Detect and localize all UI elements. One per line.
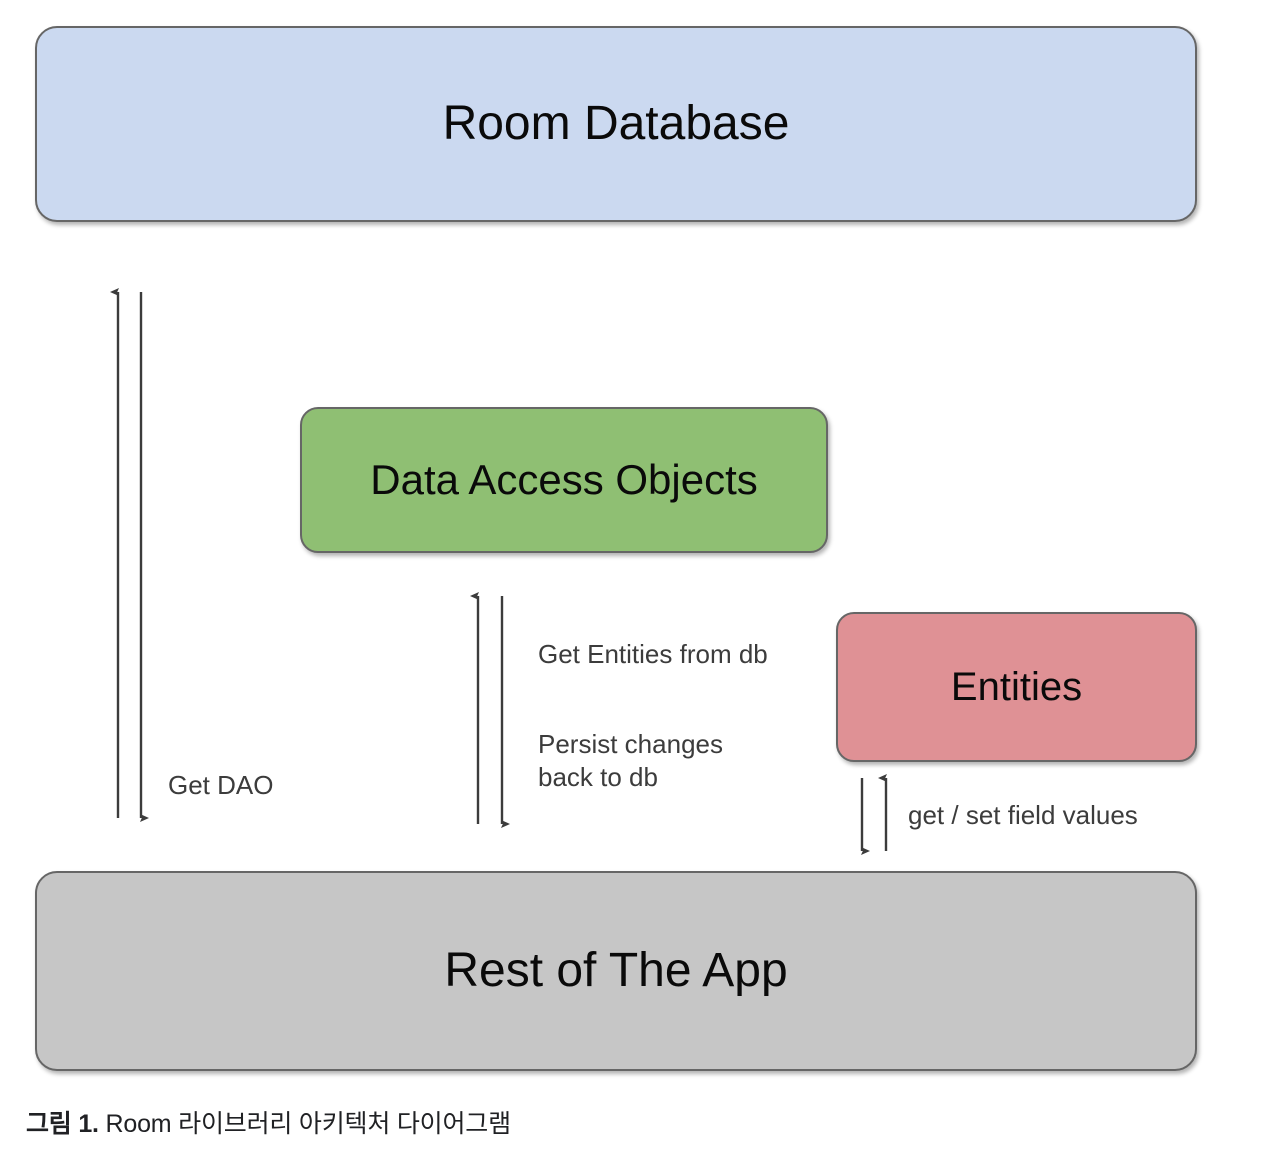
node-rest-of-the-app: Rest of The App — [35, 871, 1197, 1071]
figure-caption: 그림 1. Room 라이브러리 아키텍처 다이어그램 — [26, 1104, 511, 1140]
edge-label-get-set-field-values: get / set field values — [908, 800, 1138, 830]
node-room-database: Room Database — [35, 26, 1197, 222]
figure-caption-text: Room 라이브러리 아키텍처 다이어그램 — [98, 1110, 512, 1138]
edge-label-get-dao: Get DAO — [168, 770, 274, 800]
node-room-database-label: Room Database — [442, 96, 790, 150]
node-entities-label: Entities — [950, 665, 1083, 709]
node-data-access-objects: Data Access Objects — [300, 407, 828, 553]
node-data-access-objects-label: Data Access Objects — [370, 455, 758, 503]
node-entities: Entities — [836, 612, 1197, 762]
edge-label-get-entities-from-db: Get Entities from db — [538, 639, 768, 669]
figure-caption-number: 그림 1. — [26, 1110, 99, 1138]
edge-label-persist-changes-back-to-db: Persist changes back to db — [538, 729, 723, 793]
node-rest-of-the-app-label: Rest of The App — [444, 943, 788, 997]
